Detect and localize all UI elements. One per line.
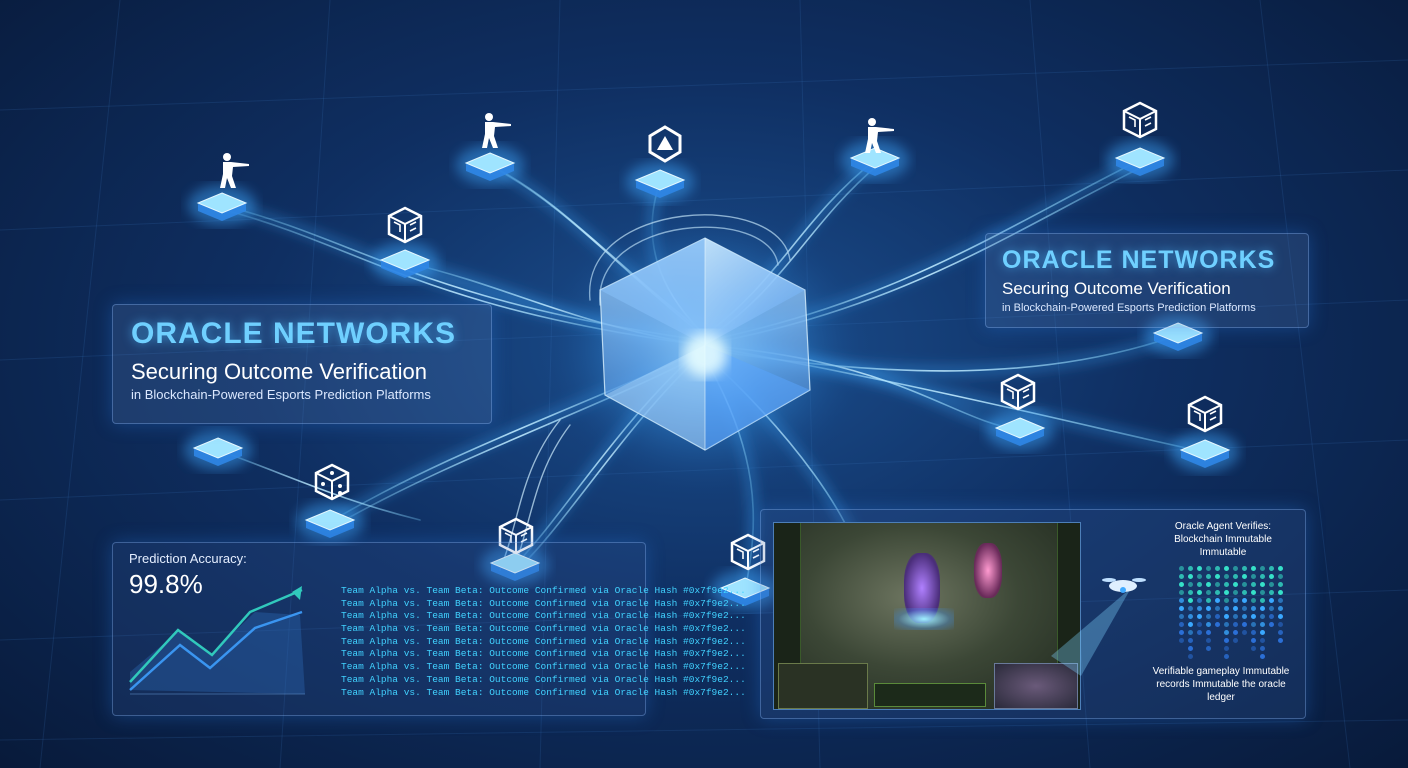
footer-text: Verifiable gameplay Immutable records Im… — [1152, 666, 1290, 703]
cube-icon — [385, 205, 425, 245]
minimap — [778, 663, 868, 709]
node-cube-right-2-platform — [1171, 432, 1239, 472]
game-hud-right — [1057, 523, 1080, 709]
hero-sprite — [974, 543, 1002, 598]
ledger-entry: Team Alpha vs. Team Beta: Outcome Confir… — [341, 673, 746, 685]
node-platform — [184, 430, 252, 470]
node-cube-bottom-right-platform — [711, 570, 779, 610]
cube-icon — [728, 532, 768, 572]
ledger-entry: Team Alpha vs. Team Beta: Outcome Confir… — [341, 648, 746, 660]
panel-subtitle: Securing Outcome Verification — [1002, 279, 1231, 298]
shooter-icon — [475, 110, 515, 150]
dot-column — [1179, 566, 1185, 646]
ledger-entry: Team Alpha vs. Team Beta: Outcome Confir… — [341, 610, 746, 622]
camera-inset — [994, 663, 1078, 709]
dot-column — [1278, 566, 1284, 646]
dot-column — [1233, 566, 1239, 646]
oracle-core-crystal — [535, 200, 875, 500]
ledger-entry: Team Alpha vs. Team Beta: Outcome Confir… — [341, 597, 746, 609]
dot-column — [1260, 566, 1266, 662]
verify-text: Oracle Agent Verifies: Blockchain Immuta… — [1174, 521, 1272, 558]
chart-arrow-head — [292, 586, 302, 600]
node-cube-bottom-platform — [481, 545, 549, 585]
oracle-ledger: Team Alpha vs. Team Beta: Outcome Confir… — [341, 585, 746, 699]
ledger-entry: Team Alpha vs. Team Beta: Outcome Confir… — [341, 686, 746, 698]
chart-line-lower — [129, 610, 303, 691]
dot-column — [1242, 566, 1248, 638]
node-platforms — [184, 140, 1239, 610]
ability-bar — [874, 683, 986, 707]
hash-dot-matrix — [1179, 566, 1287, 660]
title-panel-right: ORACLE NETWORKS Securing Outcome Verific… — [985, 233, 1309, 328]
cube-icon — [1120, 100, 1160, 140]
chart-line-upper — [129, 588, 303, 683]
ledger-entry: Team Alpha vs. Team Beta: Outcome Confir… — [341, 661, 746, 673]
node-platform — [1144, 315, 1212, 355]
dot-column — [1224, 566, 1230, 662]
game-verification-panel: Oracle Agent Verifies: Blockchain Immuta… — [760, 509, 1306, 719]
panel-title: ORACLE NETWORKS — [1002, 246, 1276, 274]
ledger-entry: Team Alpha vs. Team Beta: Outcome Confir… — [341, 635, 746, 647]
dot-column — [1188, 566, 1194, 662]
node-cube-right-1-platform — [986, 410, 1054, 450]
panel-subtitle: Securing Outcome Verification — [131, 359, 427, 384]
cube-icon — [496, 516, 536, 556]
node-sniper-left-platform — [188, 185, 256, 225]
dot-column — [1197, 566, 1203, 638]
node-cube-topright-platform — [1106, 140, 1174, 180]
spell-glow — [894, 608, 954, 630]
dot-column — [1206, 566, 1212, 654]
node-dice-left-platform — [296, 502, 364, 542]
accuracy-chart — [129, 586, 305, 695]
node-shooter-right-platform — [841, 140, 909, 180]
title-panel-left: ORACLE NETWORKS Securing Outcome Verific… — [112, 304, 492, 424]
node-shooter-top-platform — [456, 145, 524, 185]
stats-ledger-panel: Prediction Accuracy: 99.8% Team Alpha vs… — [112, 542, 746, 716]
dot-column — [1215, 566, 1221, 630]
dice-icon — [312, 462, 352, 502]
ledger-entry: Team Alpha vs. Team Beta: Outcome Confir… — [341, 623, 746, 635]
game-screen — [773, 522, 1081, 710]
emblem-icon — [645, 124, 685, 164]
shooter-icon — [858, 115, 898, 155]
oracle-drone — [1051, 578, 1146, 676]
shooter-icon — [213, 150, 253, 190]
dot-column — [1251, 566, 1257, 654]
accuracy-label: Prediction Accuracy: — [129, 551, 247, 566]
panel-title: ORACLE NETWORKS — [131, 317, 456, 350]
dot-column — [1269, 566, 1275, 630]
node-emblem-top-platform — [626, 162, 694, 202]
cube-icon — [1185, 394, 1225, 434]
accuracy-value: 99.8% — [129, 569, 203, 599]
node-cube-left-platform — [371, 242, 439, 282]
panel-caption: in Blockchain-Powered Esports Prediction… — [1002, 302, 1256, 314]
ledger-entry: Team Alpha vs. Team Beta: Outcome Confir… — [341, 585, 746, 596]
panel-caption: in Blockchain-Powered Esports Prediction… — [131, 387, 431, 402]
cube-icon — [998, 372, 1038, 412]
